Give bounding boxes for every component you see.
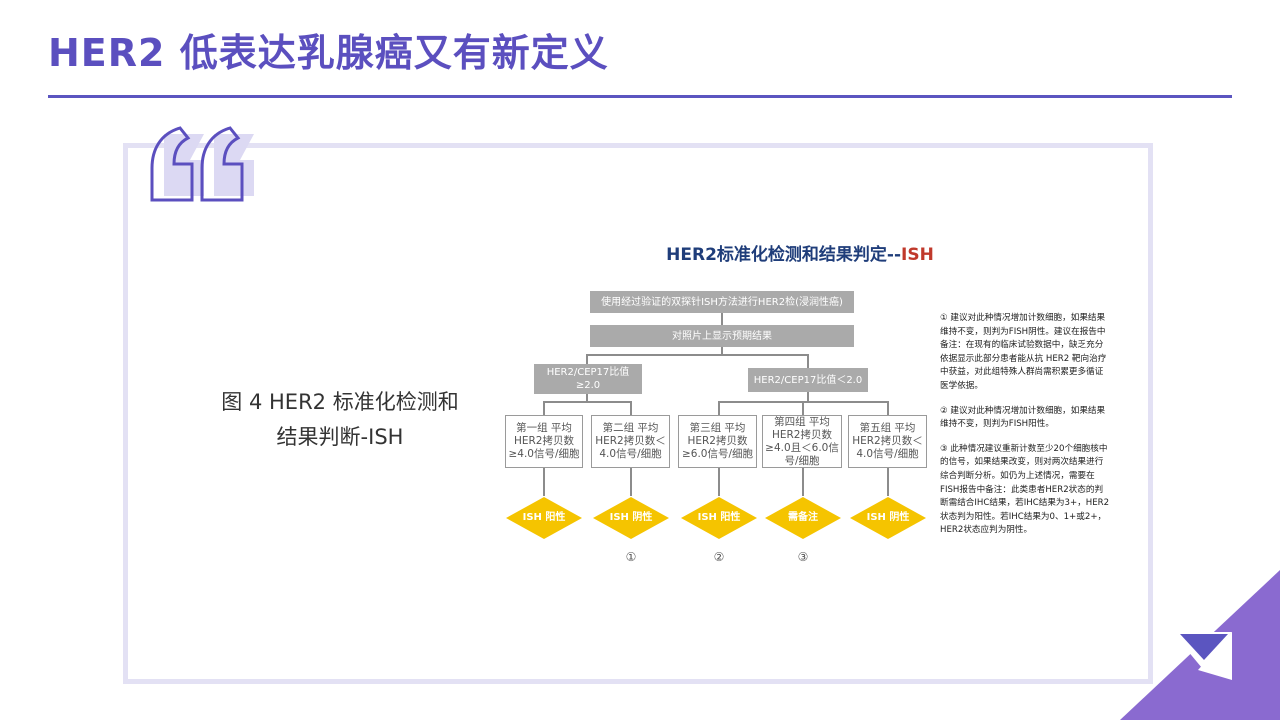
- note-1: ① 建议对此种情况增加计数细胞，如果结果维持不变，则判为FISH阴性。建议在报告…: [940, 313, 1107, 391]
- flowchart-notes: ① 建议对此种情况增加计数细胞，如果结果维持不变，则判为FISH阴性。建议在报告…: [940, 312, 1110, 549]
- flow-group-2: 第二组 平均HER2拷贝数＜4.0信号/细胞: [591, 415, 670, 468]
- flow-group-4: 第四组 平均HER2拷贝数≥4.0且＜6.0信号/细胞: [762, 415, 842, 468]
- flow-result-5: ISH 阴性: [849, 496, 927, 540]
- slide-title: HER2 低表达乳腺癌又有新定义: [48, 31, 609, 75]
- note-marker-3: ③: [797, 550, 809, 564]
- flow-result-3: ISH 阳性: [680, 496, 758, 540]
- flow-result-2: ISH 阴性: [592, 496, 670, 540]
- flow-step-ish-test: 使用经过验证的双探针ISH方法进行HER2检(浸润性癌): [590, 291, 854, 313]
- flow-result-1: ISH 阳性: [505, 496, 583, 540]
- flow-group-1: 第一组 平均HER2拷贝数≥4.0信号/细胞: [505, 415, 583, 468]
- corner-logo-icon: [1120, 570, 1280, 720]
- note-3: ③ 此种情况建议重新计数至少20个细胞核中的信号，如果结果改变，则对两次结果进行…: [940, 443, 1110, 536]
- flow-group-5: 第五组 平均HER2拷贝数＜4.0信号/细胞: [848, 415, 927, 468]
- flowchart-title: HER2标准化检测和结果判定--ISH: [666, 245, 934, 265]
- note-marker-2: ②: [713, 550, 725, 564]
- note-marker-1: ①: [625, 550, 637, 564]
- content-frame: [123, 143, 1153, 684]
- figure-caption: 图 4 HER2 标准化检测和结果判断-ISH: [221, 390, 459, 449]
- flow-group-3: 第三组 平均HER2拷贝数≥6.0信号/细胞: [678, 415, 757, 468]
- note-2: ② 建议对此种情况增加计数细胞，如果结果维持不变，则判为FISH阳性。: [940, 405, 1106, 430]
- title-divider: [48, 95, 1232, 98]
- flow-result-4: 需备注: [764, 496, 842, 540]
- flow-branch-ratio-low: HER2/CEP17比值＜2.0: [748, 368, 868, 392]
- flow-step-control: 对照片上显示预期结果: [590, 325, 854, 347]
- quote-mark-icon: [150, 126, 254, 202]
- flow-branch-ratio-high: HER2/CEP17比值≥2.0: [534, 364, 642, 394]
